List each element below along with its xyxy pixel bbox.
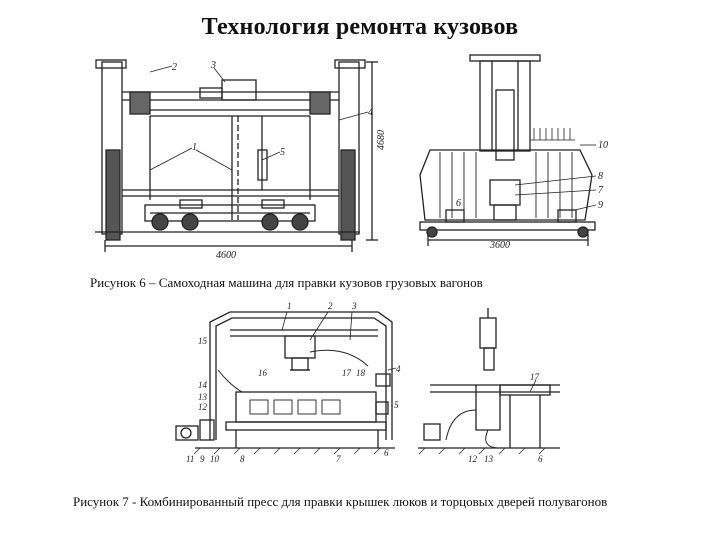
fig7-label-1: 1 — [287, 301, 292, 311]
fig7-label-2: 2 — [328, 301, 333, 311]
fig6-label-9: 9 — [598, 200, 603, 211]
fig7-label-16: 16 — [258, 368, 268, 378]
fig6-dim-height: 4680 — [376, 130, 387, 150]
fig6-label-6: 6 — [456, 198, 461, 209]
fig6-label-7: 7 — [598, 185, 604, 196]
fig7-label-5: 5 — [394, 400, 399, 410]
fig7-label-3: 3 — [351, 301, 357, 311]
fig6-dim-width-right: 3600 — [489, 240, 510, 251]
fig6-dim-width-left: 4600 — [216, 250, 236, 261]
fig7-label-10: 10 — [210, 454, 220, 464]
figure7-press-front — [175, 311, 397, 455]
fig7-label-8: 8 — [240, 454, 245, 464]
fig6-label-3: 3 — [210, 60, 216, 71]
fig7-label-9: 9 — [200, 454, 205, 464]
fig7-label-4: 4 — [396, 364, 401, 374]
fig7-label-11: 11 — [186, 454, 194, 464]
fig7-label-13: 13 — [198, 392, 208, 402]
fig6-label-5: 5 — [280, 147, 285, 158]
fig7-label-13-right: 13 — [484, 454, 494, 464]
fig7-label-7: 7 — [336, 454, 341, 464]
page-title: Технология ремонта кузовов — [201, 14, 519, 40]
figure6-caption: Рисунок 6 – Самоходная машина для правки… — [90, 275, 483, 290]
fig7-label-18: 18 — [356, 368, 366, 378]
figure7-caption: Рисунок 7 - Комбинированный пресс для пр… — [73, 494, 608, 509]
fig6-label-2: 2 — [172, 62, 177, 73]
figure7-press-side — [418, 308, 560, 455]
fig6-label-10: 10 — [598, 140, 608, 151]
fig7-label-15: 15 — [198, 336, 208, 346]
fig6-label-1: 1 — [192, 142, 197, 153]
fig7-label-12: 12 — [198, 402, 208, 412]
figure6-front-view — [95, 59, 378, 252]
fig7-label-6-right: 6 — [538, 454, 543, 464]
fig6-label-4: 4 — [368, 107, 373, 118]
figure6-side-view — [419, 54, 597, 246]
fig7-label-12-right: 12 — [468, 454, 478, 464]
fig6-label-8: 8 — [598, 171, 603, 182]
fig7-label-6: 6 — [384, 448, 389, 458]
fig7-label-17-left: 17 — [342, 368, 352, 378]
fig7-label-17-right: 17 — [530, 372, 540, 382]
fig7-label-14: 14 — [198, 380, 208, 390]
